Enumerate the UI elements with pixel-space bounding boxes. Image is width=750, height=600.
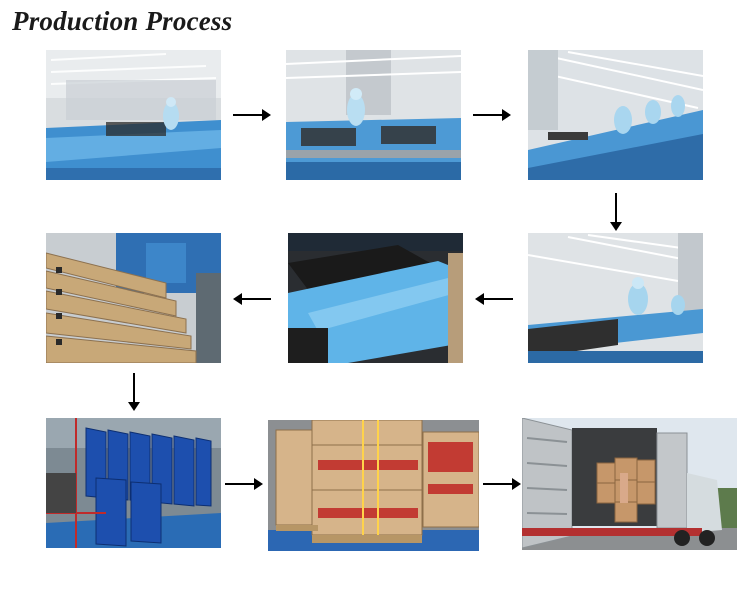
photo-assembly-line-workers	[528, 50, 703, 180]
page-title: Production Process	[12, 6, 233, 36]
photo-truck-loading	[522, 418, 737, 550]
photo-clean-room-inspection	[46, 50, 221, 180]
arrow-left-1	[232, 292, 272, 306]
photo-boxed-stock-rows	[46, 233, 221, 363]
photo-panel-assembly-table	[286, 50, 461, 180]
arrow-right-1	[232, 108, 272, 122]
arrow-down-2	[127, 372, 141, 412]
photo-line-inspection	[528, 233, 703, 363]
photo-palletized-cartons	[268, 420, 479, 551]
arrow-right-2	[472, 108, 512, 122]
arrow-down-1	[609, 192, 623, 232]
photo-tv-rack-storage	[46, 418, 221, 548]
arrow-right-3	[224, 477, 264, 491]
arrow-left-2	[474, 292, 514, 306]
arrow-right-4	[482, 477, 522, 491]
photo-screen-module-closeup	[288, 233, 463, 363]
